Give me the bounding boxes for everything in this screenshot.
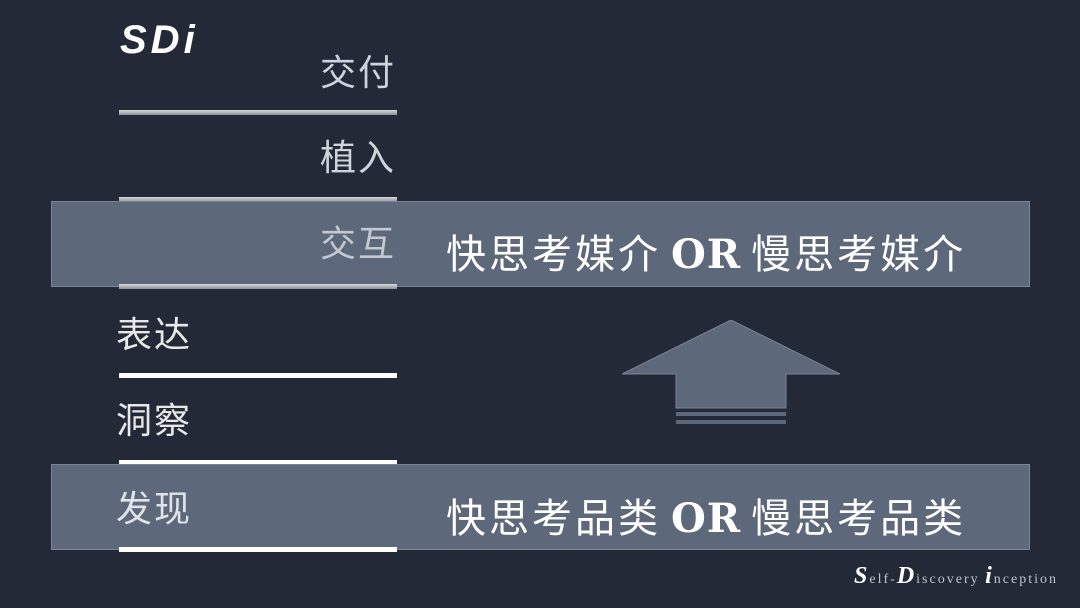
level-divider — [119, 197, 397, 202]
level-divider — [119, 284, 397, 289]
level-label-dongcha: 洞察 — [116, 401, 193, 442]
level-divider — [119, 460, 397, 465]
level-label-jiaofu: 交付 — [320, 53, 397, 94]
level-label-biaoda: 表达 — [116, 315, 193, 356]
level-label-zhiru: 植入 — [320, 138, 397, 179]
media-slow: 慢思考媒介 — [751, 232, 967, 278]
category-slow: 慢思考品类 — [751, 496, 967, 542]
level-label-jiaohu: 交互 — [320, 224, 397, 265]
category-band — [51, 464, 1030, 550]
level-label-faxian: 发现 — [116, 489, 193, 530]
level-divider — [119, 373, 397, 378]
up-arrow-icon — [622, 320, 840, 424]
category-fast: 快思考品类 — [446, 496, 661, 542]
level-divider — [119, 110, 397, 115]
logo: SDi — [120, 18, 199, 62]
level-divider — [119, 547, 397, 552]
footer-tagline: Self-Discovery inception — [854, 563, 1058, 589]
media-fast: 快思考媒介 — [446, 232, 661, 278]
category-or: OR — [671, 495, 742, 542]
media-or: OR — [671, 231, 742, 278]
media-band — [51, 201, 1030, 287]
